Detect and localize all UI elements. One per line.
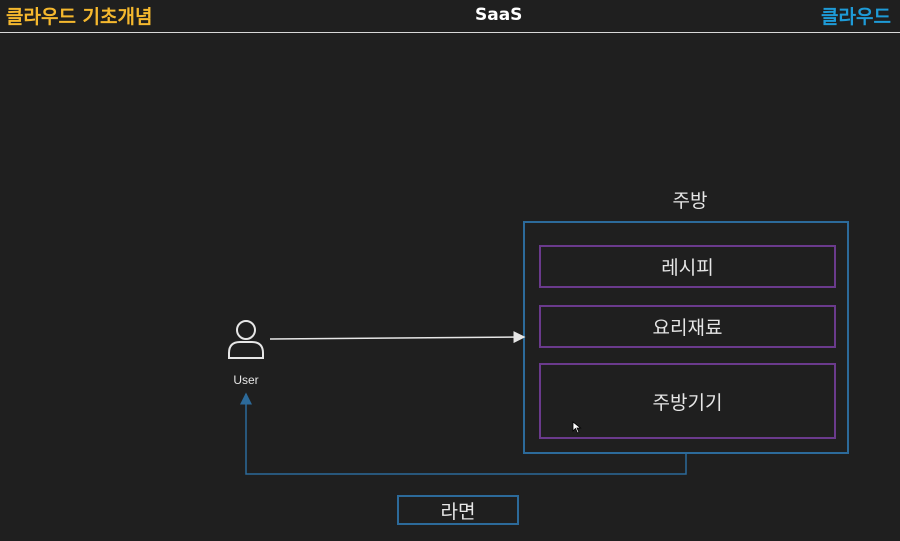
header-bar: 클라우드 기초개념 SaaS 클라우드 (0, 0, 900, 33)
kitchen-item-ingredients: 요리재료 (539, 305, 836, 348)
mouse-cursor-icon (572, 421, 582, 434)
course-title: 클라우드 기초개념 (6, 6, 153, 28)
request-arrow (269, 331, 526, 344)
brand-title: 클라우드 (821, 6, 891, 28)
kitchen-title: 주방 (672, 190, 708, 212)
output-box: 라면 (397, 495, 519, 525)
kitchen-item-recipe: 레시피 (539, 245, 836, 288)
return-arrow (240, 392, 687, 475)
kitchen-item-appliances: 주방기기 (539, 363, 836, 439)
slide-title: SaaS (475, 5, 523, 25)
user-icon (228, 320, 264, 359)
user-label: User (233, 373, 259, 387)
